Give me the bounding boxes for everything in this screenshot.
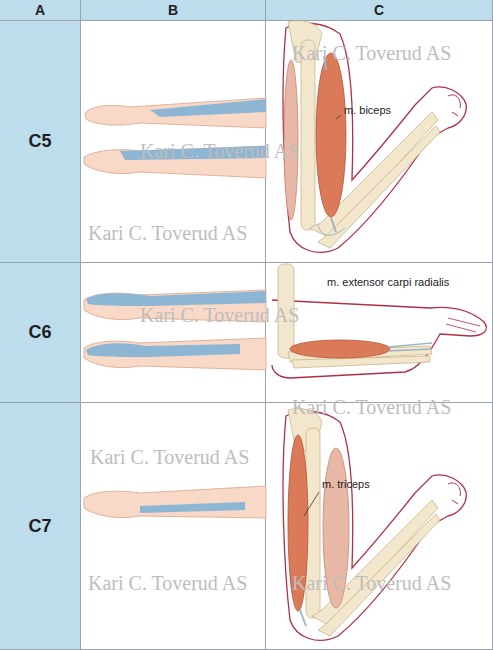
leader-line xyxy=(304,492,319,516)
forearm-extensor-illustration-part xyxy=(388,343,432,351)
dermatome-c6-part xyxy=(84,338,266,370)
table-grid-part xyxy=(80,0,493,20)
dermatome-c7-part xyxy=(84,486,266,518)
arm-biceps-illustration-part xyxy=(448,95,460,116)
dermatome-c6 xyxy=(84,290,266,370)
column-header-text: B xyxy=(168,2,178,18)
dermatome-c7 xyxy=(84,486,266,518)
leader-line xyxy=(336,115,341,119)
arm-biceps-illustration-part xyxy=(283,23,466,252)
watermark: Kari C. Toverud AS xyxy=(140,304,299,327)
arm-biceps-illustration-part xyxy=(318,224,345,235)
arm-triceps-illustration-part xyxy=(448,483,460,504)
forearm-extensor-illustration xyxy=(272,264,486,378)
arm-biceps-illustration-part xyxy=(301,40,315,230)
column-header: B xyxy=(81,0,266,21)
row-label-text: C6 xyxy=(28,322,51,343)
dermatome-c6-part xyxy=(86,291,266,306)
dermatome-c5-part xyxy=(85,98,266,128)
column-header: A xyxy=(0,0,81,21)
forearm-extensor-illustration-part xyxy=(290,340,390,358)
row-label: C5 xyxy=(0,21,81,263)
muscle-label: m. triceps xyxy=(322,478,370,490)
forearm-extensor-illustration-part xyxy=(446,318,480,332)
arm-biceps-illustration xyxy=(283,21,466,253)
row-label: C6 xyxy=(0,263,81,403)
watermark: Kari C. Toverud AS xyxy=(292,572,451,595)
row-label-text: C7 xyxy=(28,516,51,537)
column-header-text: C xyxy=(374,2,384,18)
watermark: Kari C. Toverud AS xyxy=(140,140,299,163)
arm-triceps-illustration-part xyxy=(283,411,466,640)
muscle-label: m. extensor carpi radialis xyxy=(327,276,449,288)
dermatome-c5 xyxy=(84,98,266,178)
dermatome-c5-part xyxy=(150,99,266,117)
watermark: Kari C. Toverud AS xyxy=(90,446,249,469)
forearm-extensor-illustration-part xyxy=(272,300,486,378)
dermatome-c7-part xyxy=(140,502,245,513)
column-header: C xyxy=(266,0,493,21)
dermatome-c6-part xyxy=(86,343,240,357)
watermark: Kari C. Toverud AS xyxy=(88,222,247,245)
row-label-text: C5 xyxy=(28,131,51,152)
forearm-extensor-illustration-part xyxy=(292,356,430,368)
arm-triceps-illustration xyxy=(283,409,466,641)
arm-biceps-illustration-part xyxy=(316,53,346,217)
watermark: Kari C. Toverud AS xyxy=(292,42,451,65)
column-header-text: A xyxy=(35,2,45,18)
watermark: Kari C. Toverud AS xyxy=(292,396,451,419)
arm-triceps-illustration-part xyxy=(300,610,306,626)
arm-biceps-illustration-part xyxy=(324,56,336,232)
watermark: Kari C. Toverud AS xyxy=(88,572,247,595)
row-label: C7 xyxy=(0,403,81,650)
muscle-label: m. biceps xyxy=(344,104,391,116)
